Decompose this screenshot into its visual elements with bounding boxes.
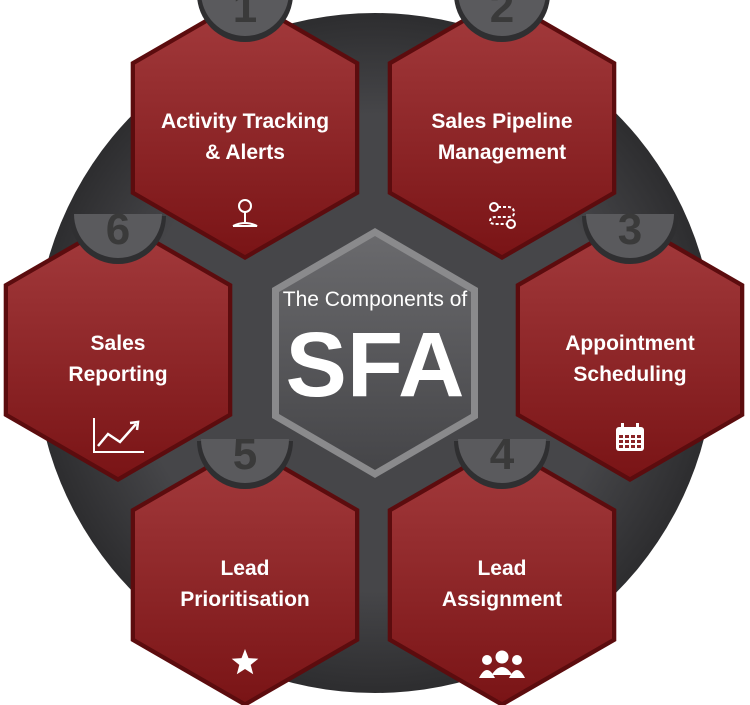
component-title-line: Scheduling: [573, 363, 686, 386]
component-title-line: Sales: [91, 332, 146, 355]
component-number: 3: [618, 205, 642, 254]
star-icon: [231, 649, 259, 675]
component-number: 1: [233, 0, 257, 32]
center-title: SFA: [286, 314, 465, 416]
number-tab: [458, 439, 546, 483]
hexagon-body: [392, 1, 612, 255]
calendar-icon: [616, 423, 644, 451]
number-tab: [74, 214, 162, 258]
team-icon: [479, 650, 525, 678]
component-title-line: Lead: [477, 557, 526, 580]
number-tab: [201, 439, 289, 483]
hexagon-body: [135, 448, 355, 702]
hexagon-body: [135, 1, 355, 255]
center-hexagon: The Components of SFA: [272, 228, 478, 478]
component-number: 4: [490, 430, 515, 479]
component-title-line: Reporting: [68, 363, 167, 386]
component-title-line: Sales Pipeline: [431, 110, 572, 133]
number-tab: [586, 214, 674, 258]
component-title-line: & Alerts: [205, 141, 285, 164]
hexagon-body: [8, 223, 228, 477]
hexagon-body: [392, 448, 612, 702]
number-tab: [458, 0, 546, 36]
location-pin-icon: [232, 199, 258, 227]
component-title-line: Prioritisation: [180, 588, 310, 611]
center-subtitle: The Components of: [283, 288, 468, 311]
component-title-line: Management: [438, 141, 566, 164]
hexagon-body: [520, 223, 740, 477]
component-title-line: Assignment: [442, 588, 562, 611]
component-title-line: Activity Tracking: [161, 110, 329, 133]
component-title-line: Appointment: [565, 332, 694, 355]
component-number: 6: [106, 205, 130, 254]
route-icon: [488, 202, 516, 229]
component-title-line: Lead: [220, 557, 269, 580]
component-number: 5: [233, 430, 257, 479]
chart-icon: [93, 418, 144, 453]
number-tab: [201, 0, 289, 36]
component-number: 2: [490, 0, 514, 32]
